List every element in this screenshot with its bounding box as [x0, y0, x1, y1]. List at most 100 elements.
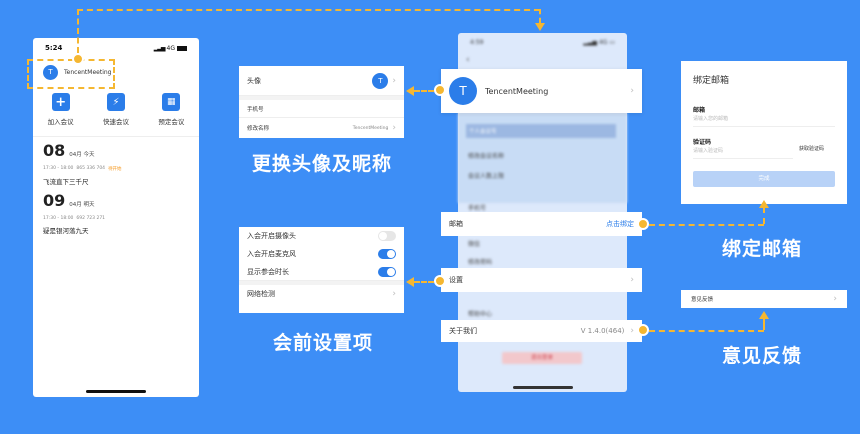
highlight-dot	[637, 218, 649, 230]
email-field-label: 邮箱	[693, 107, 706, 114]
meeting-title: 飞流直下三千尺	[43, 178, 89, 186]
setting-duration[interactable]: 显示参会时长	[239, 263, 404, 281]
plus-icon: +	[51, 93, 70, 111]
status-bar: 5:24 ▂▃▅ 4G	[45, 43, 187, 53]
profile-card[interactable]: T TencentMeeting ›	[441, 69, 642, 113]
connector	[77, 9, 540, 11]
highlight-dot	[434, 275, 446, 287]
lightning-icon: ⚡	[106, 93, 125, 111]
done-button[interactable]: 完成	[693, 171, 835, 187]
camera-toggle[interactable]	[378, 231, 396, 241]
battery-icon	[177, 45, 187, 51]
highlight-dot	[637, 324, 649, 336]
arrow-icon	[406, 277, 414, 287]
profile-name: TencentMeeting	[485, 86, 549, 96]
chevron-right-icon: ›	[630, 326, 634, 336]
chevron-right-icon: ›	[833, 294, 837, 304]
avatar[interactable]: T	[372, 72, 389, 89]
arrow-icon	[759, 311, 769, 319]
chevron-right-icon: ›	[392, 75, 396, 86]
status-time: 4:59	[470, 39, 484, 46]
phone-row: 手机号	[239, 100, 404, 118]
caption-avatar: 更换头像及昵称	[252, 153, 393, 175]
meeting-title: 疑是银河落九天	[43, 227, 89, 235]
blurred-content: 4:59 ▂▃▅ 4G ▭ ‹ 个人会议号 修改会议名称 会议人数上限 手机号 …	[458, 33, 627, 392]
day-number: 08	[43, 141, 66, 160]
chevron-right-icon: ›	[630, 275, 634, 285]
day-date: 04月 明天	[69, 202, 95, 208]
connector	[414, 281, 434, 283]
blurred-row: 会议人数上限	[468, 173, 505, 180]
blurred-row: 帮助中心	[468, 311, 493, 318]
settings-panel: 入会开启摄像头 入会开启麦克风 显示参会时长 网络检测 ›	[239, 227, 404, 313]
list-item[interactable]: 17:30 - 18:00 865 336 704 待开始 飞流直下三千尺	[43, 166, 191, 186]
code-input[interactable]: 请输入验证码	[693, 147, 793, 159]
connector	[763, 318, 765, 330]
chevron-right-icon: ›	[630, 86, 634, 96]
code-field-label: 验证码	[693, 139, 712, 146]
email-input[interactable]: 请输入您的邮箱	[693, 115, 835, 127]
caption-settings: 会前设置项	[273, 332, 374, 354]
user-header[interactable]: T TencentMeeting	[43, 63, 111, 81]
email-panel: 绑定邮箱 邮箱 请输入您的邮箱 验证码 请输入验证码 获取验证码 完成	[681, 61, 847, 204]
blurred-row: 手机号	[468, 205, 487, 212]
chevron-right-icon: ›	[392, 289, 396, 299]
avatar-row[interactable]: 头像 T ›	[239, 66, 404, 96]
rename-row[interactable]: 修改名称 TencentMeeting ›	[247, 123, 396, 133]
connector	[539, 9, 541, 23]
email-row[interactable]: 邮箱 点击绑定	[441, 212, 642, 236]
duration-toggle[interactable]	[378, 266, 396, 277]
get-code-button[interactable]: 获取验证码	[799, 146, 825, 152]
connector	[77, 9, 79, 53]
panel-title: 绑定邮箱	[693, 76, 730, 86]
connector	[414, 90, 434, 92]
highlight-dot	[72, 53, 84, 65]
settings-row[interactable]: 设置 ›	[441, 268, 642, 292]
blurred-row: 修改会议名称	[468, 153, 505, 160]
bind-email-link[interactable]: 点击绑定	[606, 220, 634, 228]
calendar-icon: ▦	[162, 93, 181, 111]
divider	[33, 136, 199, 137]
connector	[763, 207, 765, 224]
arrow-icon	[535, 23, 545, 31]
highlight-box	[27, 59, 115, 89]
day-date: 04月 今天	[69, 152, 95, 158]
blurred-button: 退出登录	[502, 352, 582, 364]
connector	[649, 224, 764, 226]
email-label: 邮箱	[449, 220, 463, 228]
status-network: ▂▃▅ 4G ▭	[583, 39, 615, 46]
connector	[649, 330, 764, 332]
quick-actions: + 加入会议 ⚡ 快速会议 ▦ 预定会议	[33, 93, 199, 133]
day-header: 09 04月 明天	[43, 191, 95, 210]
divider	[239, 96, 404, 100]
join-meeting-button[interactable]: + 加入会议	[47, 93, 74, 126]
setting-microphone[interactable]: 入会开启麦克风	[239, 245, 404, 263]
microphone-toggle[interactable]	[378, 249, 396, 259]
home-indicator	[86, 390, 146, 393]
blurred-row: 微信	[468, 241, 481, 248]
arrow-icon	[406, 86, 414, 96]
quick-meeting-button[interactable]: ⚡ 快速会议	[103, 93, 129, 133]
phone-home-screen: 5:24 ▂▃▅ 4G T TencentMeeting + 加入会议 ⚡ 快速…	[33, 38, 199, 397]
about-row[interactable]: 关于我们 V 1.4.0(464) ›	[441, 320, 642, 342]
avatar[interactable]: T	[449, 77, 477, 105]
setting-camera[interactable]: 入会开启摄像头	[239, 227, 404, 245]
feedback-label: 意见反馈	[691, 297, 714, 303]
schedule-meeting-button[interactable]: ▦ 预定会议	[158, 93, 184, 133]
list-item[interactable]: 17:30 - 18:00 692 723 271 疑是银河落九天	[43, 216, 191, 235]
status-network: ▂▃▅ 4G	[154, 45, 187, 52]
caption-feedback: 意见反馈	[722, 345, 803, 367]
arrow-icon	[759, 200, 769, 208]
caption-email: 绑定邮箱	[722, 238, 803, 260]
signal-icon: ▂▃▅	[153, 44, 166, 52]
about-label: 关于我们	[449, 327, 477, 335]
network-check-row[interactable]: 网络检测 ›	[247, 289, 396, 299]
feedback-panel[interactable]: 意见反馈 ›	[681, 290, 847, 308]
status-badge: 待开始	[108, 167, 122, 172]
user-name: TencentMeeting	[64, 68, 112, 76]
avatar-panel: 头像 T › 手机号 修改名称 TencentMeeting ›	[239, 66, 404, 138]
day-number: 09	[43, 191, 66, 210]
avatar[interactable]: T	[43, 64, 58, 80]
blurred-row: 个人会议号	[466, 124, 616, 138]
day-header: 08 04月 今天	[43, 141, 95, 160]
